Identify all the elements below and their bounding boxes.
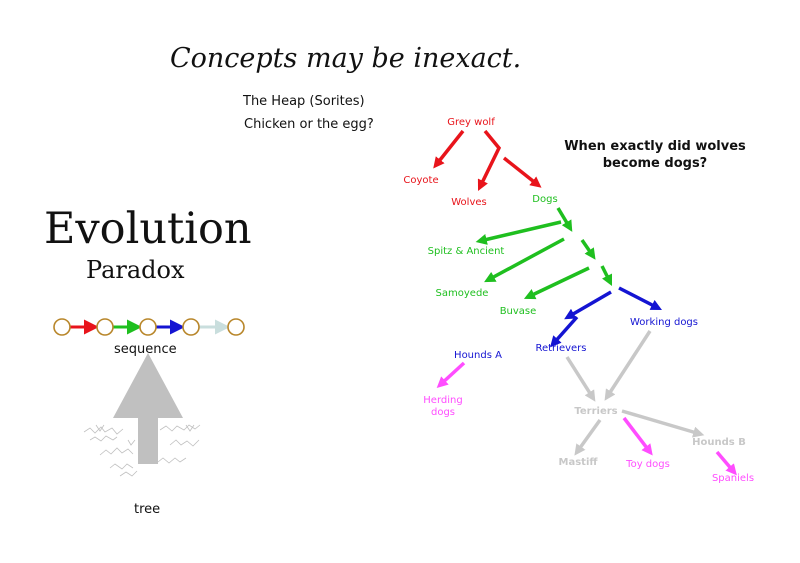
tree-arrow-14 <box>604 330 652 401</box>
sequence-node-3 <box>139 318 157 336</box>
tree-label: tree <box>134 502 161 517</box>
tree-arrow-7 <box>484 237 565 283</box>
tree-arrow-18 <box>622 416 653 456</box>
tree-node-retrievers: Retrievers <box>535 343 586 354</box>
tree-arrow-16 <box>574 418 602 456</box>
tree-scribble <box>83 424 201 477</box>
tree-node-buvase: Buvase <box>500 306 537 317</box>
wolves-dogs-question: When exactly did wolves become dogs? <box>564 139 746 171</box>
tree-arrow-1 <box>433 129 465 169</box>
tree-arrow-15 <box>565 356 596 402</box>
tree-arrow-3 <box>502 156 542 188</box>
tree-arrow-19 <box>715 450 737 476</box>
tree-arrow-2 <box>477 129 502 192</box>
tree-node-hounds-a: Hounds A <box>454 350 502 361</box>
tree-node-wolves: Wolves <box>451 197 486 208</box>
tree-node-grey-wolf: Grey wolf <box>447 117 495 128</box>
tree-arrow-8 <box>600 265 613 287</box>
sequence-node-5 <box>227 318 245 336</box>
tree-node-toy-dogs: Toy dogs <box>625 459 670 470</box>
tree-arrow-9 <box>523 266 590 300</box>
tree-arrow-10 <box>618 286 662 311</box>
sequence-node-2 <box>96 318 114 336</box>
tree-to-sequence-arrow <box>113 353 183 464</box>
tree-node-mastiff: Mastiff <box>559 457 599 468</box>
sequence-node-4 <box>182 318 200 336</box>
title-paradox: Paradox <box>86 256 185 284</box>
tree-node-spaniels: Spaniels <box>712 473 754 484</box>
sequence-chain <box>53 318 245 336</box>
title-evolution: Evolution <box>44 204 252 254</box>
tree-node-terriers: Terriers <box>574 406 617 417</box>
tree-arrow-13 <box>436 361 466 389</box>
tree-arrow-11 <box>564 290 612 320</box>
tree-arrow-5 <box>475 220 562 245</box>
example-chicken-egg: Chicken or the egg? <box>244 117 374 132</box>
tree-arrow-17 <box>621 409 705 438</box>
slide-heading: Concepts may be inexact. <box>170 43 522 74</box>
tree-node-dogs: Dogs <box>532 194 557 205</box>
tree-arrow-6 <box>580 239 596 260</box>
tree-node-coyote: Coyote <box>403 175 438 186</box>
tree-node-working-dogs: Working dogs <box>630 317 698 328</box>
tree-node-hounds-b: Hounds B <box>692 437 746 448</box>
tree-arrow-12 <box>550 315 579 348</box>
tree-node-samoyede: Samoyede <box>436 288 489 299</box>
tree-arrow-4 <box>556 207 573 232</box>
example-heap: The Heap (Sorites) <box>243 94 365 109</box>
sequence-label: sequence <box>114 342 177 357</box>
sequence-node-1 <box>53 318 71 336</box>
tree-node-spitz: Spitz & Ancient <box>428 246 505 257</box>
